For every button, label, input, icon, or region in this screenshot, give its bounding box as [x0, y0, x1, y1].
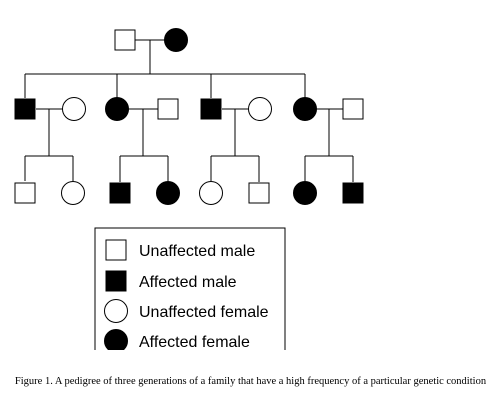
unaffected-female-circle: [199, 181, 223, 205]
unaffected-male-square: [114, 29, 136, 51]
legend-label: Affected female: [139, 334, 250, 350]
legend-affected-male-icon: [105, 270, 127, 292]
affected-male-square: [14, 98, 36, 120]
affected-male-square: [109, 182, 131, 204]
unaffected-male-square: [342, 98, 364, 120]
pedigree-individuals: [14, 28, 364, 205]
legend-label: Unaffected male: [139, 243, 255, 260]
legend-unaffected-female-icon: [104, 299, 128, 323]
affected-female-circle: [293, 181, 317, 205]
affected-female-circle: [293, 97, 317, 121]
legend-label: Affected male: [139, 274, 237, 291]
affected-female-circle: [164, 28, 188, 52]
pedigree-lines: [24, 39, 354, 182]
unaffected-female-circle: [248, 97, 272, 121]
unaffected-male-square: [157, 98, 179, 120]
affected-male-square: [200, 98, 222, 120]
affected-female-circle: [105, 97, 129, 121]
unaffected-female-circle: [61, 181, 85, 205]
affected-female-circle: [156, 181, 180, 205]
legend-label: Unaffected female: [139, 304, 269, 321]
affected-male-square: [342, 182, 364, 204]
figure-caption: Figure 1. A pedigree of three generation…: [14, 376, 487, 387]
legend-frame: [94, 227, 286, 350]
legend-unaffected-male-icon: [105, 239, 127, 261]
unaffected-male-square: [14, 182, 36, 204]
legend-affected-female-icon: [104, 329, 128, 350]
unaffected-female-circle: [62, 97, 86, 121]
unaffected-male-square: [248, 182, 270, 204]
